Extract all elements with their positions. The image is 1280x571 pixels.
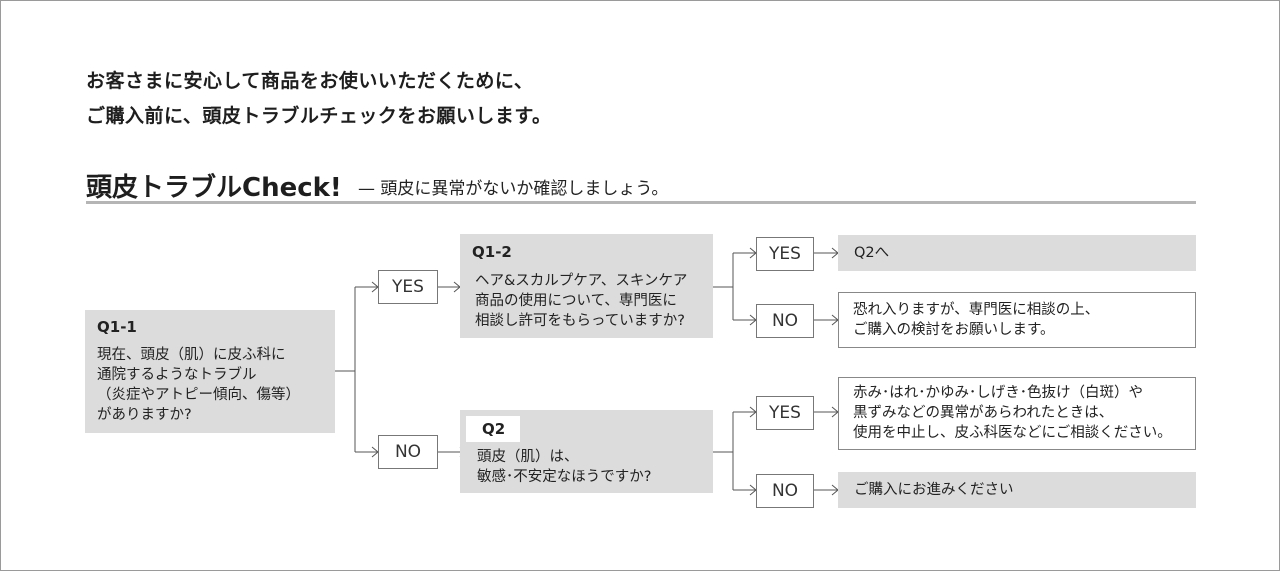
question-q1-1-line: （炎症やアトピー傾向、傷等） xyxy=(97,387,300,403)
result-proceed-purchase: ご購入にお進みください xyxy=(838,472,1196,508)
question-q1-2-line: 商品の使用について、専門医に xyxy=(475,293,677,309)
question-q1-1-line: 通院するようなトラブル xyxy=(97,367,257,383)
answer-yes-q1-1: YES xyxy=(378,270,438,304)
question-q1-2-label: Q1-2 xyxy=(472,243,512,261)
result-stop-use: 赤み･はれ･かゆみ･しげき･色抜け（白斑）や 黒ずみなどの異常があらわれたときは… xyxy=(838,377,1196,450)
question-q2-label: Q2 xyxy=(482,420,506,438)
result-stop-use-line: 黒ずみなどの異常があらわれたときは、 xyxy=(853,405,1114,421)
heading-subtitle: — 頭皮に異常がないか確認しましょう。 xyxy=(358,179,669,199)
question-q1-1-line: がありますか? xyxy=(97,407,192,423)
heading-rule xyxy=(86,201,1196,204)
answer-no-q1-1: NO xyxy=(378,435,438,469)
question-q1-1-line: 現在、頭皮（肌）に皮ふ科に xyxy=(97,347,286,363)
question-q1-2-line: 相談し許可をもらっていますか? xyxy=(475,313,685,329)
result-stop-use-line: 赤み･はれ･かゆみ･しげき･色抜け（白斑）や xyxy=(853,385,1143,401)
answer-no-q1-2: NO xyxy=(756,304,814,338)
result-consult-specialist: 恐れ入りますが、専門医に相談の上、 ご購入の検討をお願いします。 xyxy=(838,292,1196,348)
question-q1-2-box xyxy=(460,234,713,338)
result-go-to-q2-text: Q2へ xyxy=(854,245,890,261)
result-consult-line: ご購入の検討をお願いします。 xyxy=(853,322,1055,338)
result-proceed-text: ご購入にお進みください xyxy=(854,482,1014,498)
question-q2-line: 敏感･不安定なほうですか? xyxy=(477,469,652,485)
question-q2-line: 頭皮（肌）は、 xyxy=(477,449,579,465)
intro-line-1: お客さまに安心して商品をお使いいただくために、 xyxy=(86,70,534,92)
question-q2-label-bg xyxy=(466,416,520,442)
question-q1-1-label: Q1-1 xyxy=(97,318,137,336)
question-q1-1-box xyxy=(85,310,335,433)
question-q1-2-line: ヘア&スカルプケア、スキンケア xyxy=(475,273,688,289)
result-stop-use-line: 使用を中止し、皮ふ科医などにご相談ください。 xyxy=(853,425,1172,441)
answer-no-q2: NO xyxy=(756,474,814,508)
heading-title: 頭皮トラブルCheck! xyxy=(86,173,342,203)
answer-yes-q1-2: YES xyxy=(756,237,814,271)
result-consult-line: 恐れ入りますが、専門医に相談の上、 xyxy=(853,302,1100,318)
result-go-to-q2: Q2へ xyxy=(838,235,1196,271)
answer-yes-q2: YES xyxy=(756,396,814,430)
intro-line-2: ご購入前に、頭皮トラブルチェックをお願いします。 xyxy=(86,105,552,127)
